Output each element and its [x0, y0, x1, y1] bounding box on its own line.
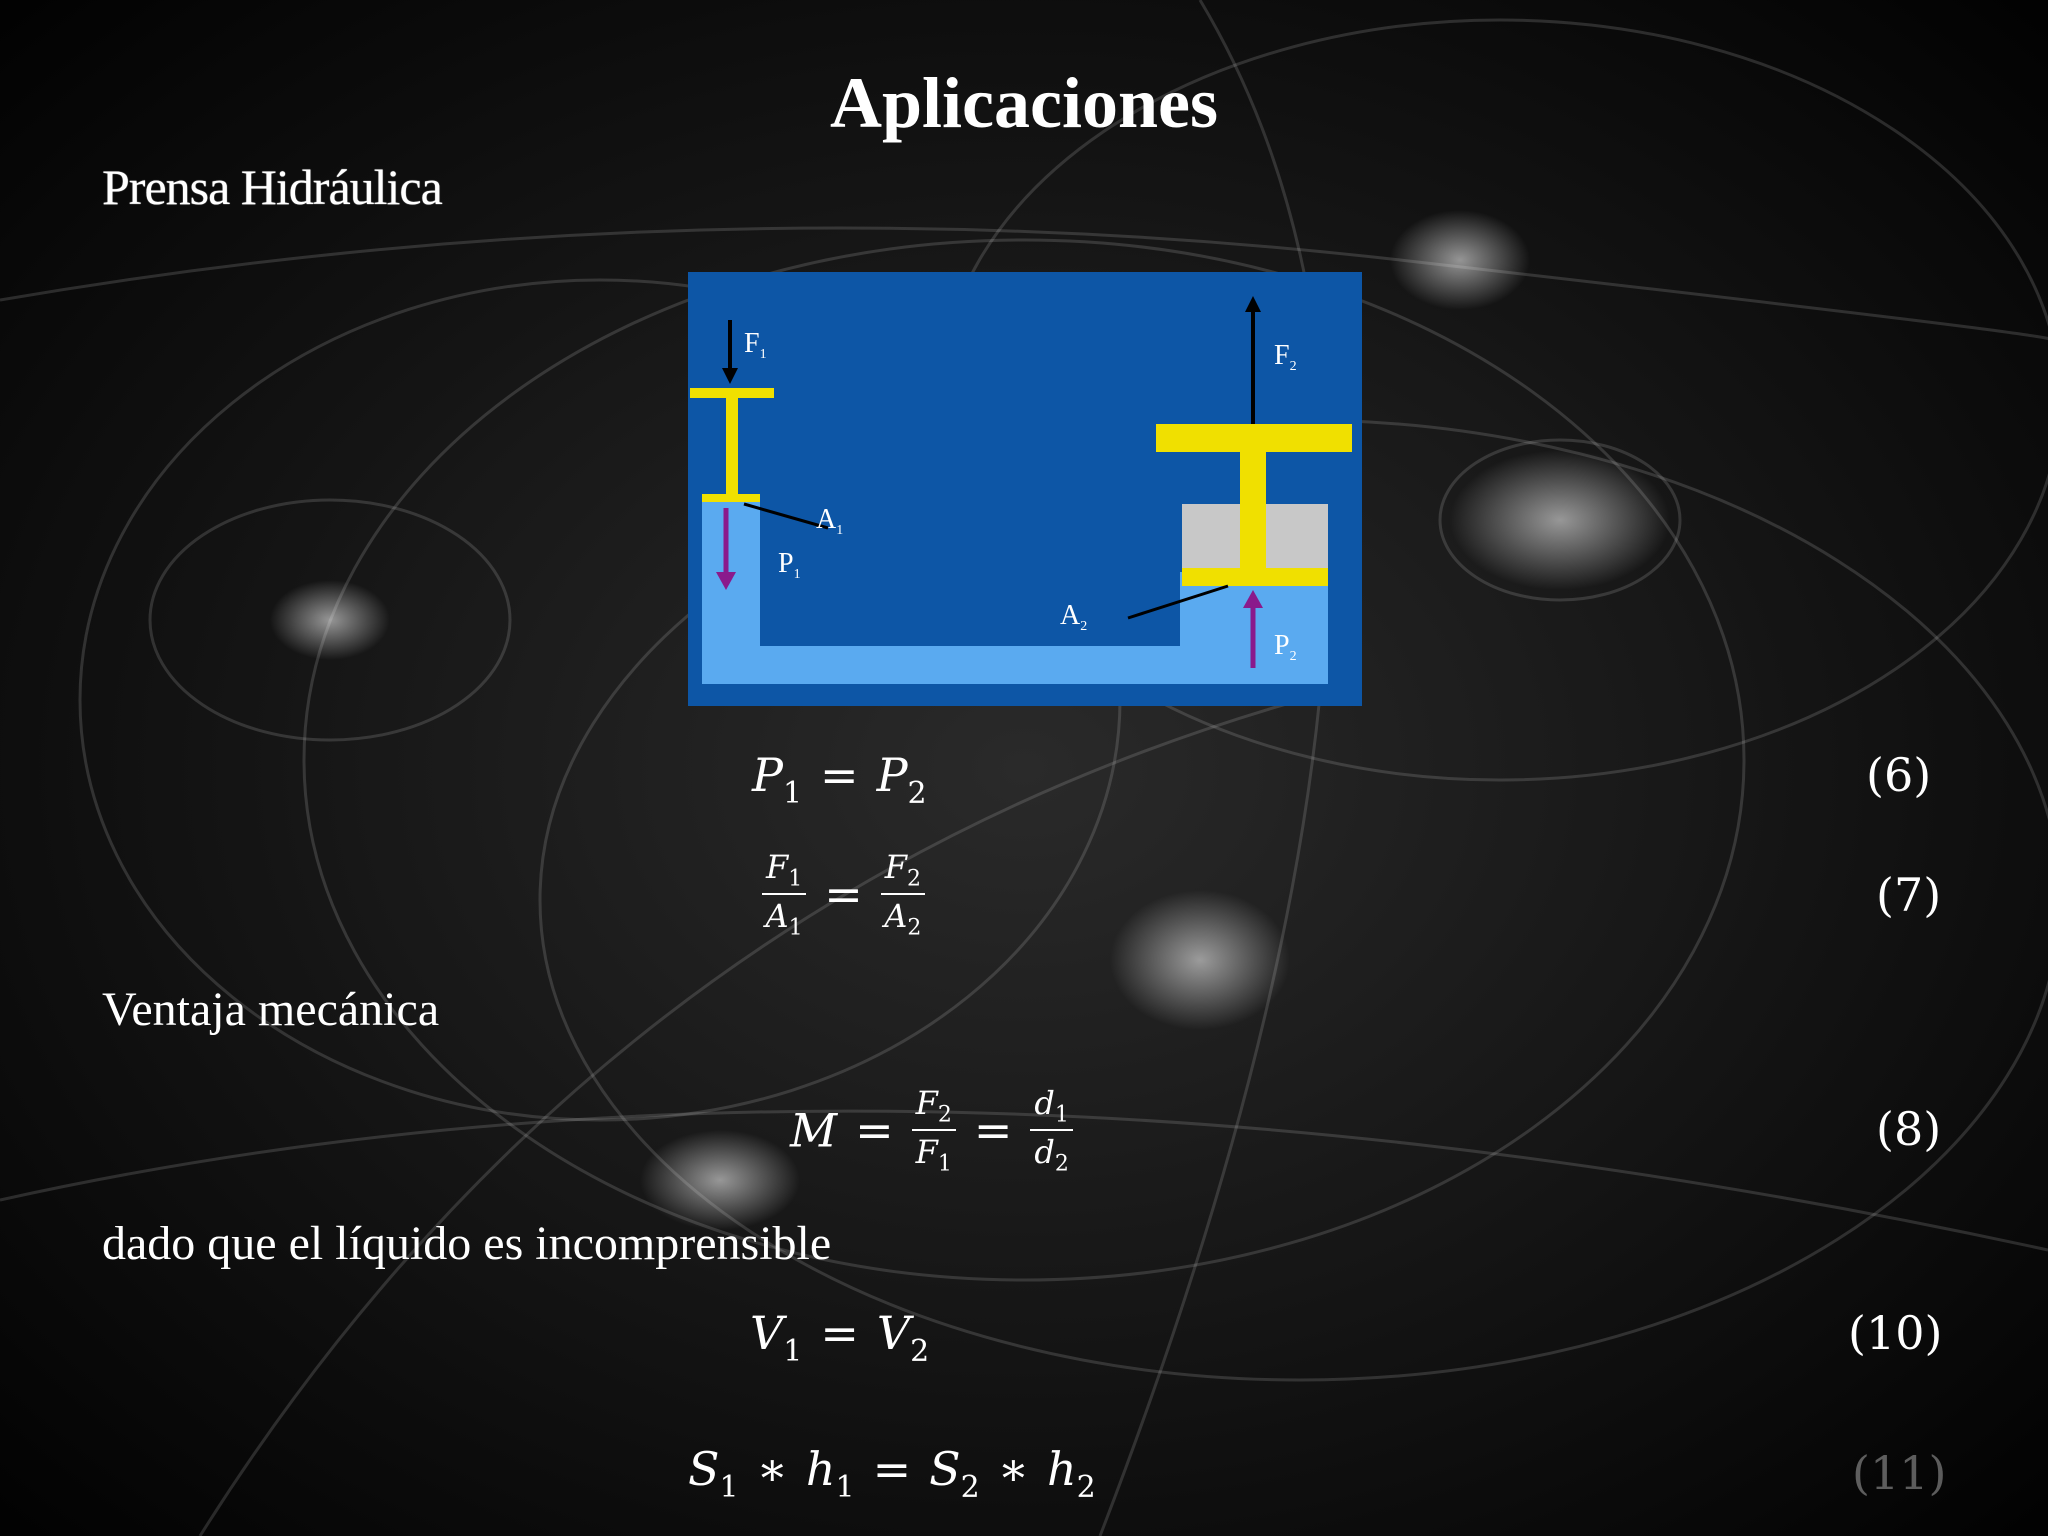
pressure-arrow-p1	[716, 508, 736, 590]
small-piston-rod	[726, 398, 738, 494]
equation-11: S1∗h1=S2∗h2	[688, 1442, 1096, 1505]
equation-6: P1=P2	[752, 748, 927, 811]
big-piston-block-left	[1182, 504, 1240, 568]
force-arrow-f1	[722, 320, 738, 384]
equation-11-number: (11)	[1852, 1446, 1947, 1500]
fluid	[702, 500, 1328, 684]
text-liquido-incomprensible: dado que el líquido es incomprensible	[102, 1217, 832, 1270]
label-f1: F1	[744, 328, 767, 362]
small-piston-head	[690, 388, 774, 398]
label-a2: A2	[1060, 600, 1087, 634]
slide-title: Aplicaciones	[830, 63, 1218, 143]
big-piston-head	[1156, 424, 1352, 452]
big-piston-block-right	[1266, 504, 1328, 568]
equation-10-number: (10)	[1848, 1306, 1943, 1360]
text-ventaja-mecanica: Ventaja mecánica	[102, 983, 440, 1036]
force-arrow-f2	[1245, 296, 1261, 424]
hydraulic-press-diagram: F1 F2 A1 P1 A2 P2	[688, 272, 1362, 706]
pointer-a1	[743, 502, 829, 530]
equation-8-number: (8)	[1876, 1102, 1942, 1156]
small-piston-plate	[702, 494, 760, 502]
label-a1: A1	[816, 504, 843, 538]
label-p2: P2	[1274, 630, 1297, 664]
label-p1: P1	[778, 548, 801, 582]
big-piston-rod	[1240, 452, 1266, 568]
equation-10: V1=V2	[750, 1306, 930, 1369]
equation-6-number: (6)	[1866, 748, 1932, 802]
label-f2: F2	[1274, 340, 1297, 374]
pointer-a2	[1127, 584, 1229, 620]
equation-7-number: (7)	[1876, 868, 1942, 922]
slide-subtitle: Prensa Hidráulica	[102, 159, 443, 215]
big-piston-plate	[1182, 568, 1328, 586]
pressure-arrow-p2	[1243, 590, 1263, 668]
